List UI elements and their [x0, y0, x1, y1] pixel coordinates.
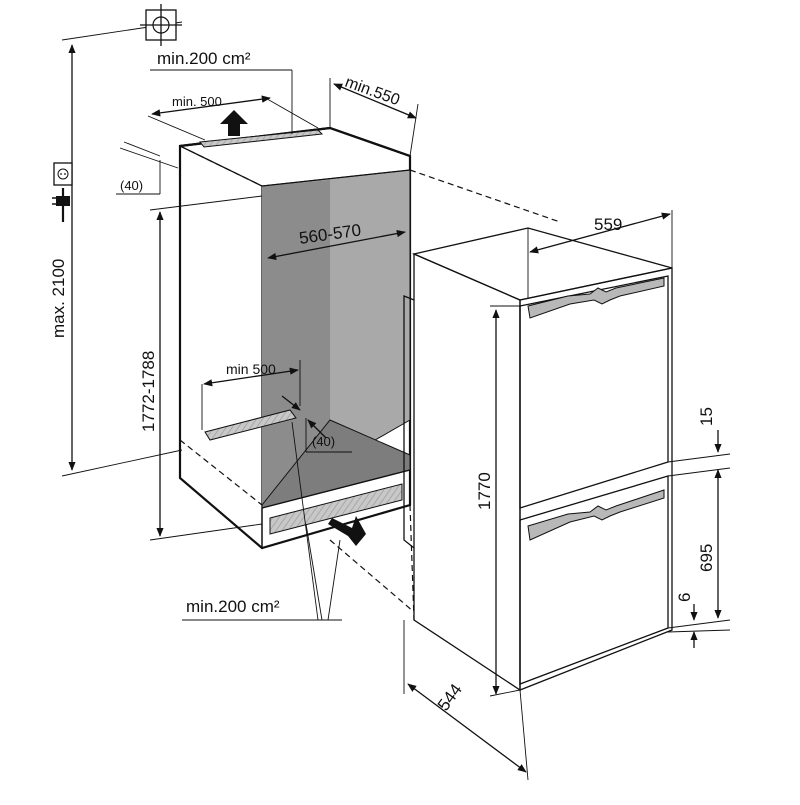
appliance-width-label: 559 — [594, 215, 622, 234]
dim-bottom-offset: (40) — [281, 395, 352, 453]
dim-bottom-vent-area: min.200 cm² — [182, 421, 342, 621]
top-vent-width-label: min. 500 — [172, 94, 222, 109]
top-vent-grille — [199, 129, 324, 148]
dim-appliance-width: 559 — [527, 210, 673, 298]
niche-height-label: 1772-1788 — [139, 351, 158, 432]
dim-bottom-vent-width: min 500 — [201, 360, 301, 430]
refrigerator — [403, 227, 673, 692]
fridge-front — [519, 267, 673, 691]
appliance-depth-label: 544 — [434, 680, 466, 714]
upper-handle — [527, 277, 665, 319]
lower-handle — [527, 489, 665, 541]
lower-door-height-label: 695 — [697, 544, 716, 572]
air-inflow-arrow — [328, 516, 366, 546]
dim-niche-height: 1772-1788 — [139, 195, 263, 541]
niche-left-side — [179, 144, 263, 550]
dim-top-offset: (40) — [116, 141, 179, 195]
dim-max-height: max. 2100 — [49, 21, 183, 477]
fridge-side — [413, 253, 521, 692]
bottom-vent-width-label: min 500 — [226, 361, 276, 377]
dim-top-vent-area: min.200 cm² — [150, 49, 293, 134]
top-vent-area-label: min.200 cm² — [157, 49, 251, 68]
dim-door-gaps: 15 695 6 — [667, 407, 731, 648]
door-gap-label: 15 — [697, 407, 716, 426]
bottom-offset-label: (40) — [312, 434, 335, 449]
dim-appliance-height: 1770 — [475, 305, 521, 697]
max-height-label: max. 2100 — [49, 259, 68, 338]
appliance-height-label: 1770 — [475, 472, 494, 510]
bottom-vent-grille — [269, 483, 403, 535]
bottom-gap-label: 6 — [675, 593, 694, 602]
dim-appliance-depth: 544 — [403, 620, 529, 781]
socket-icon — [53, 162, 73, 186]
niche-depth-label: min.550 — [343, 74, 402, 109]
bottom-vent-area-label: min.200 cm² — [186, 597, 280, 616]
dim-top-vent-width: min. 500 — [147, 94, 319, 141]
lower-door — [519, 475, 669, 685]
air-outflow-arrow — [220, 110, 248, 136]
plug-icon — [52, 188, 70, 222]
floor-vent-grille — [204, 409, 297, 441]
top-offset-label: (40) — [120, 178, 143, 193]
niche-cabinet — [178, 126, 412, 550]
ventilation-cross-icon — [140, 4, 182, 46]
